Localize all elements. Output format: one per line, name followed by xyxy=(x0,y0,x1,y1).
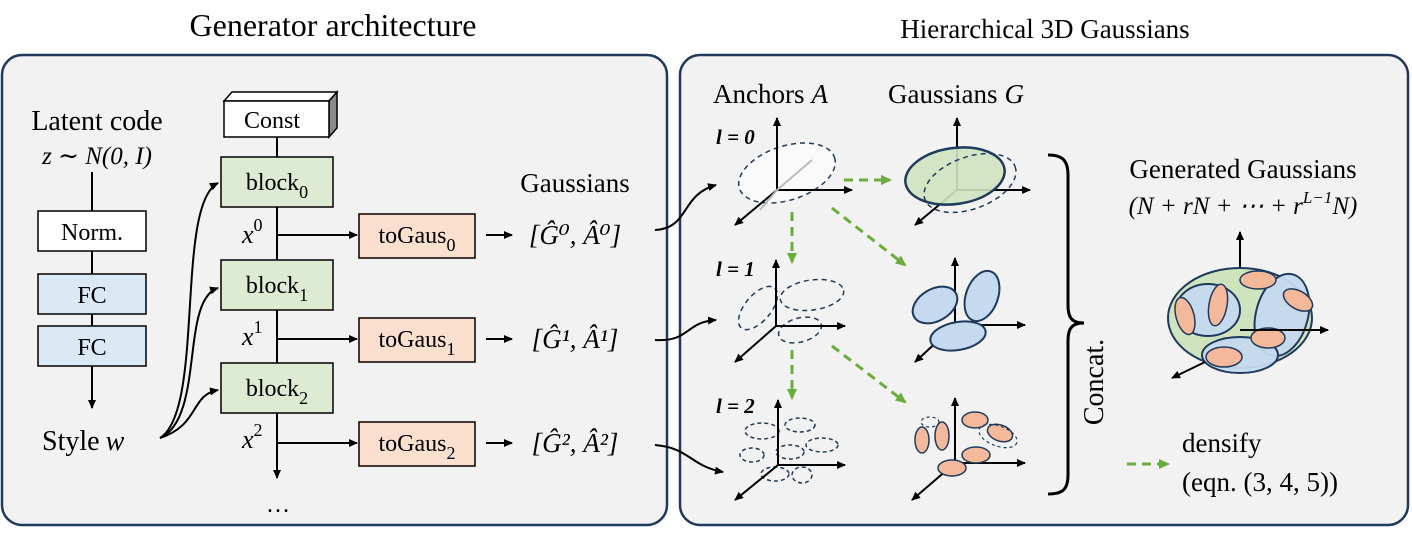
togaus-1: toGaus1 xyxy=(358,317,476,363)
link-arrow-2 xyxy=(654,444,724,475)
latent-x1: x1 xyxy=(241,317,263,351)
output-2: [Ĝ², Â²] xyxy=(532,428,619,458)
style-arrow-1 xyxy=(159,286,219,439)
style-arrow-2 xyxy=(159,387,219,439)
style-arrow-0 xyxy=(159,182,219,439)
output-0: [Ĝ⁰, Â⁰] xyxy=(529,220,621,250)
latent-formula: z ∼ N(0, I) xyxy=(41,143,152,170)
output-1: [Ĝ¹, Â¹] xyxy=(532,324,619,354)
norm-box xyxy=(37,210,147,252)
densify-arrow-1-diag xyxy=(831,344,907,404)
gaussians-level-1 xyxy=(911,257,1026,363)
svg-text:toGaus1: toGaus1 xyxy=(379,327,456,359)
togaus-0: toGaus0 xyxy=(358,213,476,259)
generator-panel xyxy=(0,53,669,527)
generated-formula: (N + rN + ⋯ + rL−1N) xyxy=(1129,188,1358,220)
legend-densify-label: densify xyxy=(1182,428,1262,458)
gaussians-level-2 xyxy=(911,397,1026,501)
svg-text:block0: block0 xyxy=(246,170,308,202)
level-label-2: l = 2 xyxy=(716,394,755,418)
level-label-0: l = 0 xyxy=(716,125,755,149)
const-box xyxy=(223,100,330,138)
fc-box-1 xyxy=(37,273,147,315)
ellipsis: … xyxy=(266,492,290,518)
fc-box-2 xyxy=(37,325,147,367)
svg-text:block1: block1 xyxy=(246,273,308,305)
const-box-side xyxy=(328,90,338,139)
concat-brace xyxy=(1047,153,1085,496)
anchors-level-1 xyxy=(734,259,846,363)
const-box-top xyxy=(222,91,339,102)
svg-text:block2: block2 xyxy=(246,376,308,408)
block-2: block2 xyxy=(220,362,334,414)
gaussians-header: Gaussians xyxy=(520,168,630,198)
link-arrow-0 xyxy=(654,183,717,231)
anchors-level-0 xyxy=(734,117,853,226)
concat-label: Concat. xyxy=(1079,339,1110,425)
generated-title: Generated Gaussians xyxy=(1129,154,1356,184)
gaussians-level-0 xyxy=(904,117,1031,226)
left-title: Generator architecture xyxy=(190,7,477,43)
svg-text:toGaus0: toGaus0 xyxy=(379,223,456,255)
norm-label: Norm. xyxy=(61,220,123,246)
legend-eqn: (eqn. (3, 4, 5)) xyxy=(1182,467,1338,497)
fc-label-2: FC xyxy=(77,335,106,361)
block-1: block1 xyxy=(220,259,334,311)
togaus-2: toGaus2 xyxy=(358,421,476,467)
latent-code-label: Latent code xyxy=(31,106,162,137)
latent-x2: x2 xyxy=(241,420,263,454)
latent-x0: x0 xyxy=(241,215,263,249)
right-title: Hierarchical 3D Gaussians xyxy=(900,14,1189,44)
anchors-level-2 xyxy=(734,399,846,501)
generated-gaussians-cluster xyxy=(1167,231,1329,379)
fc-label-1: FC xyxy=(77,283,106,309)
link-arrow-1 xyxy=(654,316,717,342)
gaussians-panel xyxy=(678,53,1410,527)
level-label-1: l = 1 xyxy=(716,257,755,281)
const-label: Const xyxy=(244,108,300,134)
block-0: block0 xyxy=(220,156,334,208)
densify-arrow-0-diag xyxy=(831,206,907,267)
svg-text:toGaus2: toGaus2 xyxy=(379,431,456,463)
